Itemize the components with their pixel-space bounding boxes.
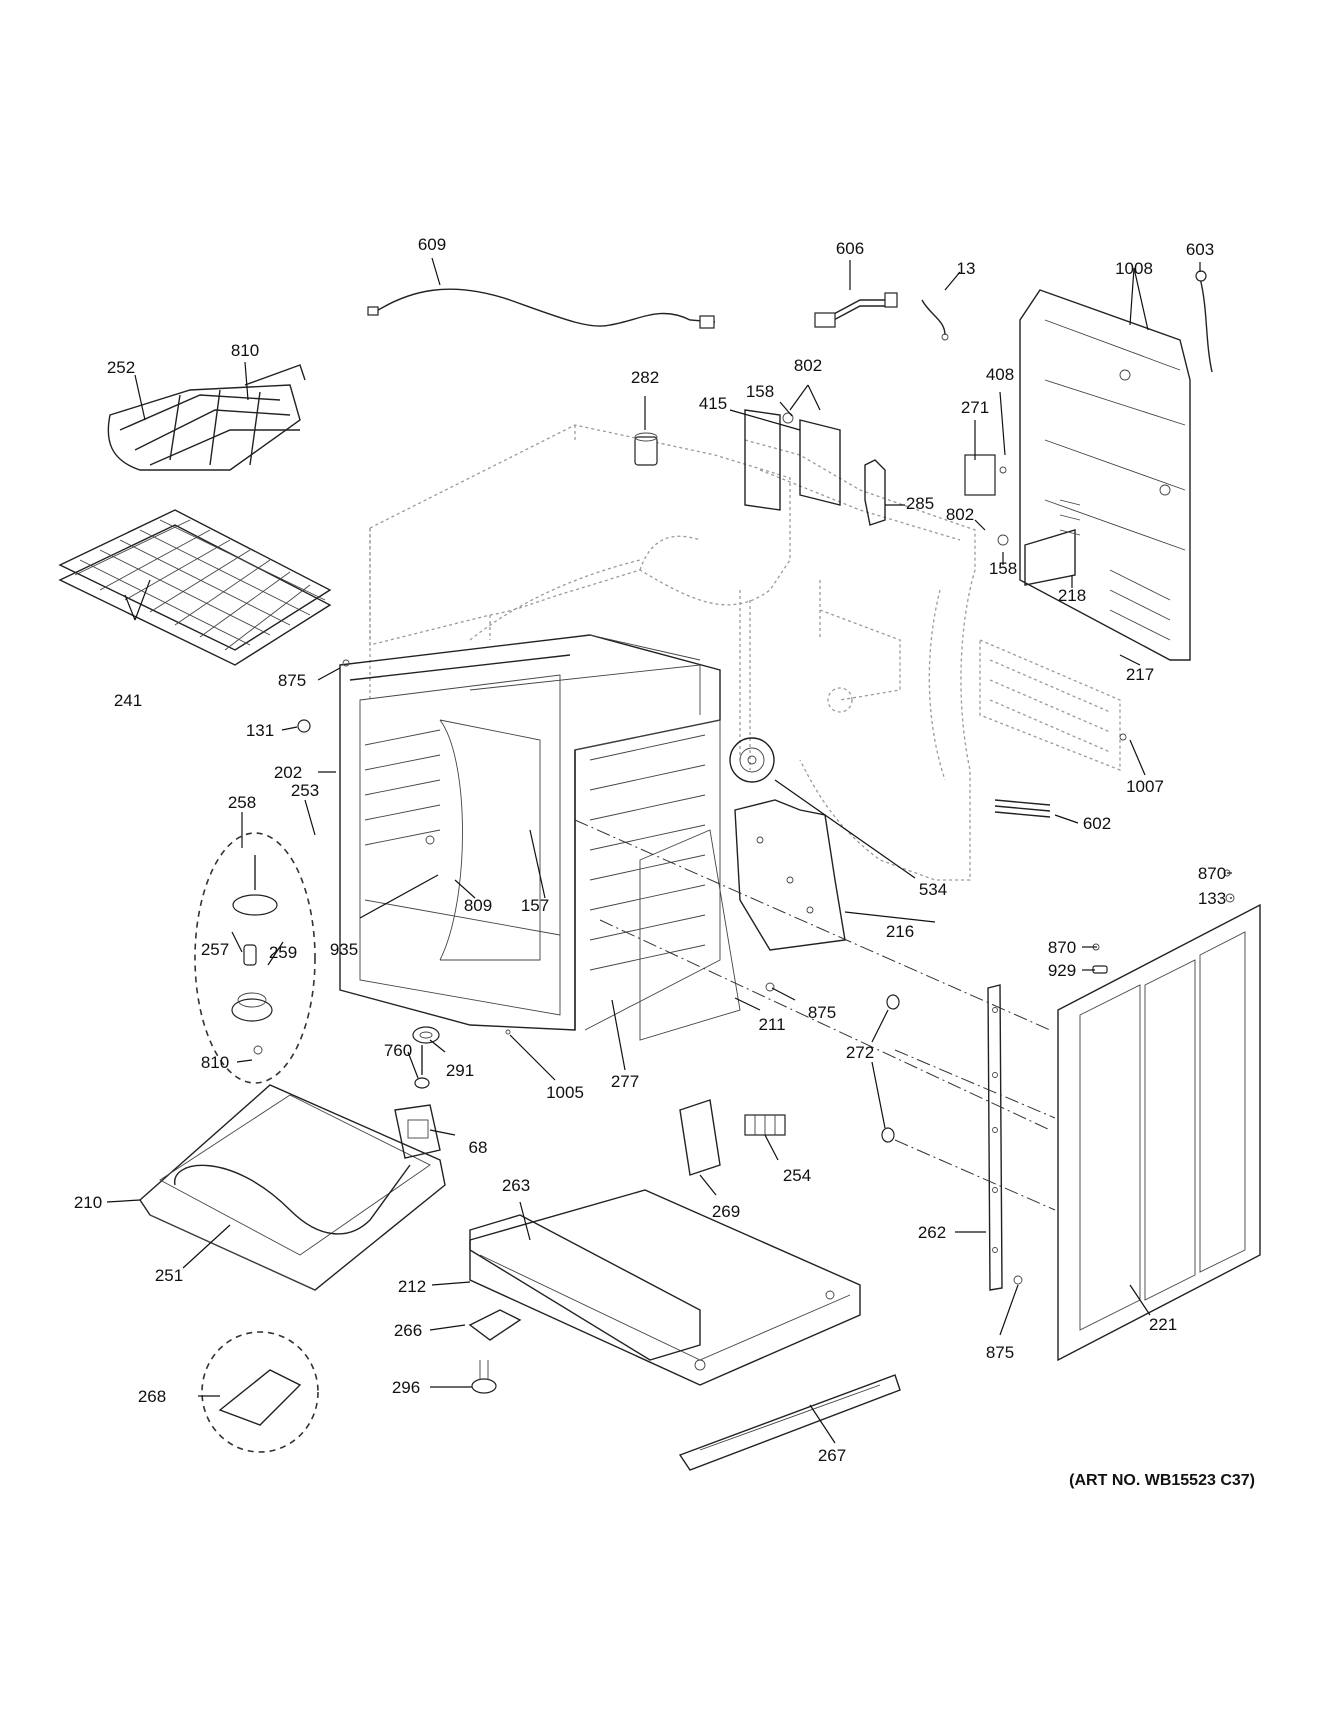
- callout-158-mid: 158: [989, 559, 1017, 578]
- bracket-269: [679, 1099, 721, 1176]
- callout-266: 266: [394, 1321, 422, 1340]
- callout-1005: 1005: [546, 1083, 584, 1102]
- broil-element: [107, 364, 306, 471]
- leader-lines: [106, 257, 1232, 1444]
- part-13-wire: [921, 299, 949, 341]
- callout-870-top: 870: [1198, 864, 1226, 883]
- callout-13: 13: [957, 259, 976, 278]
- callout-217: 217: [1126, 665, 1154, 684]
- callout-268: 268: [138, 1387, 166, 1406]
- part-drawings: [58, 270, 1261, 1471]
- callout-1007: 1007: [1126, 777, 1164, 796]
- callout-282: 282: [631, 368, 659, 387]
- callout-210: 210: [74, 1193, 102, 1212]
- callout-929: 929: [1048, 961, 1076, 980]
- callout-259: 259: [269, 943, 297, 962]
- relay-board-271: [964, 454, 1007, 496]
- callout-875-mid: 875: [808, 1003, 836, 1022]
- baffle-panel: [639, 829, 741, 1041]
- callout-935: 935: [330, 940, 358, 959]
- callout-603: 603: [1186, 240, 1214, 259]
- oven-racks: [58, 509, 332, 666]
- callout-202: 202: [274, 763, 302, 782]
- callout-272: 272: [846, 1043, 874, 1062]
- wire-603: [1195, 270, 1213, 373]
- rear-duct-panel: [744, 439, 976, 881]
- oven-cavity-liner: [339, 634, 721, 1031]
- callout-157: 157: [521, 896, 549, 915]
- callout-258: 258: [228, 793, 256, 812]
- wire-harness-609: [367, 288, 716, 329]
- terminal-254: [744, 1114, 786, 1136]
- callout-606: 606: [836, 239, 864, 258]
- screw-760-gasket-291: [412, 1026, 440, 1089]
- callout-221: 221: [1149, 1315, 1177, 1334]
- callout-285: 285: [906, 494, 934, 513]
- callout-212: 212: [398, 1277, 426, 1296]
- callout-1008: 1008: [1115, 259, 1153, 278]
- control-bracket: [744, 409, 1009, 546]
- callout-253: 253: [291, 781, 319, 800]
- wire-harness-606: [814, 292, 898, 328]
- callout-271: 271: [961, 398, 989, 417]
- small-fasteners: [297, 659, 1235, 1285]
- wire-602: [994, 799, 1051, 818]
- callout-802-mid: 802: [946, 505, 974, 524]
- back-panel: [1019, 289, 1191, 661]
- callout-602: 602: [1083, 814, 1111, 833]
- callout-810-bottom: 810: [201, 1053, 229, 1072]
- callout-131: 131: [246, 721, 274, 740]
- bracket-68: [394, 1104, 441, 1159]
- callout-415: 415: [699, 394, 727, 413]
- callout-262: 262: [918, 1223, 946, 1242]
- alignment-lines: [574, 819, 1056, 1211]
- insulation-blanket: [979, 639, 1121, 771]
- callout-809: 809: [464, 896, 492, 915]
- callout-133: 133: [1198, 889, 1226, 908]
- callout-870-mid: 870: [1048, 938, 1076, 957]
- callout-269: 269: [712, 1202, 740, 1221]
- terminal-block-282: [634, 432, 658, 466]
- callout-251: 251: [155, 1266, 183, 1285]
- trim-267: [678, 1374, 901, 1471]
- callout-408: 408: [986, 365, 1014, 384]
- callout-252: 252: [107, 358, 135, 377]
- convection-fan: [729, 737, 775, 783]
- shield-218: [1024, 529, 1076, 586]
- side-panel: [1057, 903, 1261, 1362]
- fan-cover-panel: [734, 799, 846, 951]
- fan-motor-detail: [194, 832, 316, 1084]
- callout-216: 216: [886, 922, 914, 941]
- hinge-strip: [987, 984, 1003, 1291]
- bake-element: [139, 1084, 446, 1291]
- outer-cabinet-housing: [369, 424, 791, 770]
- art-number: (ART NO. WB15523 C37): [1069, 1472, 1255, 1489]
- callout-760: 760: [384, 1041, 412, 1060]
- callout-875-upper: 875: [278, 671, 306, 690]
- duct-285: [864, 459, 886, 526]
- callout-labels: 609 606 13 603 1008 810 252 282 802 158 …: [74, 235, 1255, 1489]
- callout-802-top: 802: [794, 356, 822, 375]
- callout-810-top: 810: [231, 341, 259, 360]
- bottom-pan: [469, 1189, 861, 1386]
- callout-875-bottom: 875: [986, 1343, 1014, 1362]
- callout-267: 267: [818, 1446, 846, 1465]
- bracket-266: [468, 1309, 522, 1341]
- callout-241: 241: [114, 691, 142, 710]
- screw-296: [471, 1360, 497, 1394]
- callout-257: 257: [201, 940, 229, 959]
- callout-218: 218: [1058, 586, 1086, 605]
- callout-291: 291: [446, 1061, 474, 1080]
- callout-534: 534: [919, 880, 947, 899]
- callout-254: 254: [783, 1166, 811, 1185]
- callout-609: 609: [418, 235, 446, 254]
- callout-68: 68: [469, 1138, 488, 1157]
- callout-211: 211: [758, 1015, 785, 1034]
- callout-277: 277: [611, 1072, 639, 1091]
- bracket-detail-268: [201, 1331, 319, 1453]
- callout-263: 263: [502, 1176, 530, 1195]
- callout-158-top: 158: [746, 382, 774, 401]
- callout-296: 296: [392, 1378, 420, 1397]
